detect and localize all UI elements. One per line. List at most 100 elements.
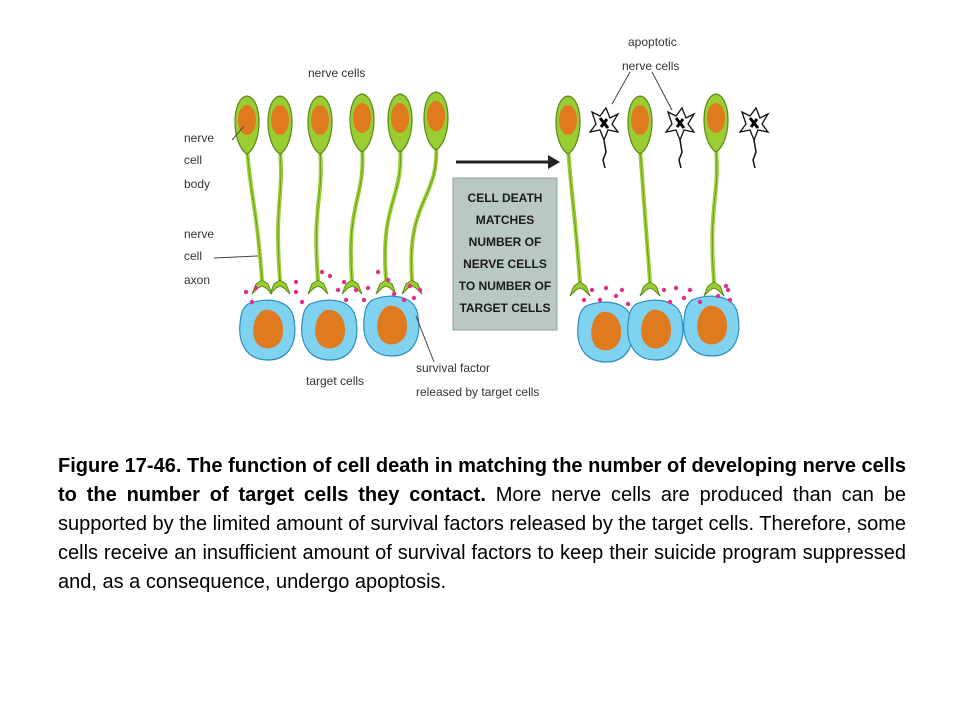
axon-outline — [277, 147, 282, 281]
nerve-cell-1 — [234, 95, 273, 295]
axon-outline — [567, 147, 581, 283]
apoptotic-cell-2 — [664, 106, 696, 169]
box-line-1: CELL DEATH — [468, 191, 543, 205]
survival-factor-dot — [581, 297, 587, 303]
survival-factor-dot — [243, 289, 249, 295]
survival-factor-dot — [597, 297, 603, 303]
nucleus — [391, 103, 409, 133]
axon-terminal — [375, 279, 397, 295]
survival-factor-dot — [697, 299, 703, 305]
nucleus — [311, 105, 329, 135]
survival-factor-dot — [613, 293, 619, 299]
axon-terminal — [307, 279, 329, 295]
caption-body: More nerve cells are produced than can b… — [58, 484, 907, 593]
nucleus — [427, 101, 445, 131]
target-nucleus — [697, 305, 728, 345]
survival-factor-dot — [353, 287, 359, 293]
axon-outline — [712, 145, 718, 283]
nerve-cell-7 — [555, 95, 591, 297]
axon-fragment — [752, 139, 757, 169]
axon-fragment — [602, 139, 607, 169]
box-line-4: NERVE CELLS — [463, 257, 547, 271]
survival-factor-dot — [385, 277, 391, 283]
survival-factor-dot — [401, 297, 407, 303]
survival-factor-dot — [341, 279, 347, 285]
axon — [383, 145, 403, 281]
axon-outline — [639, 147, 651, 283]
survival-dots-left — [243, 269, 423, 305]
label-axon-1: nerve — [184, 227, 214, 241]
nerve-cell-3 — [307, 95, 333, 295]
axon-outline — [316, 147, 322, 281]
survival-factor-dot — [417, 287, 423, 293]
axon-terminal — [703, 281, 725, 297]
condensed-chromatin — [748, 117, 760, 129]
axon-terminal — [639, 281, 661, 297]
label-survival-2: released by target cells — [416, 385, 539, 399]
transition-arrow — [456, 155, 560, 169]
label-apoptotic-1: apoptotic — [628, 35, 677, 49]
survival-factor-dot — [667, 299, 673, 305]
nerve-cell-8 — [627, 95, 661, 297]
survival-factor-dot — [365, 285, 371, 291]
target-cell-1 — [239, 299, 296, 361]
survival-factor-dot — [299, 299, 305, 305]
target-cell-5 — [627, 299, 684, 361]
nucleus — [271, 105, 289, 135]
label-axon-2: cell — [184, 249, 202, 263]
condensed-chromatin — [598, 117, 610, 129]
target-cell-4 — [577, 301, 634, 363]
box-line-2: MATCHES — [476, 213, 534, 227]
label-axon-3: axon — [184, 273, 210, 287]
survival-factor-dot — [589, 287, 595, 293]
survival-factor-dot — [725, 287, 731, 293]
survival-factor-dot — [619, 287, 625, 293]
survival-factor-dot — [727, 297, 733, 303]
survival-factor-dot — [327, 273, 333, 279]
axon — [245, 147, 264, 281]
survival-factor-dot — [661, 287, 667, 293]
target-nucleus — [253, 309, 284, 349]
survival-factor-dot — [375, 269, 381, 275]
nucleus — [631, 105, 649, 135]
label-nerve-cells: nerve cells — [308, 66, 365, 80]
survival-factor-dot — [603, 285, 609, 291]
target-nucleus — [591, 311, 622, 351]
box-line-3: NUMBER OF — [469, 235, 542, 249]
axon-terminal — [269, 279, 291, 295]
survival-factor-dot — [335, 287, 341, 293]
survival-factor-dot — [723, 283, 729, 289]
survival-factor-dot — [673, 285, 679, 291]
left-panel-developing-neurons — [234, 91, 449, 361]
nucleus — [353, 103, 371, 133]
survival-factor-dot — [681, 295, 687, 301]
apoptotic-cell-1 — [588, 106, 620, 169]
label-target-cells: target cells — [306, 374, 364, 388]
survival-factor-dot — [411, 295, 417, 301]
axon-outline — [350, 145, 363, 281]
axon-outline — [384, 145, 401, 281]
apoptotic-cell-3 — [738, 106, 770, 169]
leader-lines — [213, 71, 673, 363]
axon-terminal — [569, 281, 591, 297]
label-body-1: nerve — [184, 131, 214, 145]
label-survival-1: survival factor — [416, 361, 490, 375]
neuron-survival-diagram: CELL DEATH MATCHES NUMBER OF NERVE CELLS… — [184, 35, 770, 399]
target-cell-3 — [363, 295, 420, 357]
axon — [409, 143, 439, 281]
survival-factor-dot — [253, 285, 259, 291]
target-cell-2 — [301, 299, 358, 361]
target-nucleus — [641, 309, 672, 349]
label-apoptotic-2: nerve cells — [622, 59, 679, 73]
right-panel-after-cell-death — [555, 93, 770, 363]
target-nucleus — [315, 309, 346, 349]
target-nucleus — [377, 305, 408, 345]
nerve-cell-9 — [703, 93, 729, 297]
axon — [348, 145, 365, 281]
label-body-2: cell — [184, 153, 202, 167]
box-line-6: TARGET CELLS — [459, 301, 550, 315]
survival-dots-right — [581, 283, 733, 307]
box-line-5: TO NUMBER OF — [459, 279, 551, 293]
survival-factor-dot — [625, 301, 631, 307]
cell-death-box: CELL DEATH MATCHES NUMBER OF NERVE CELLS… — [452, 177, 558, 331]
